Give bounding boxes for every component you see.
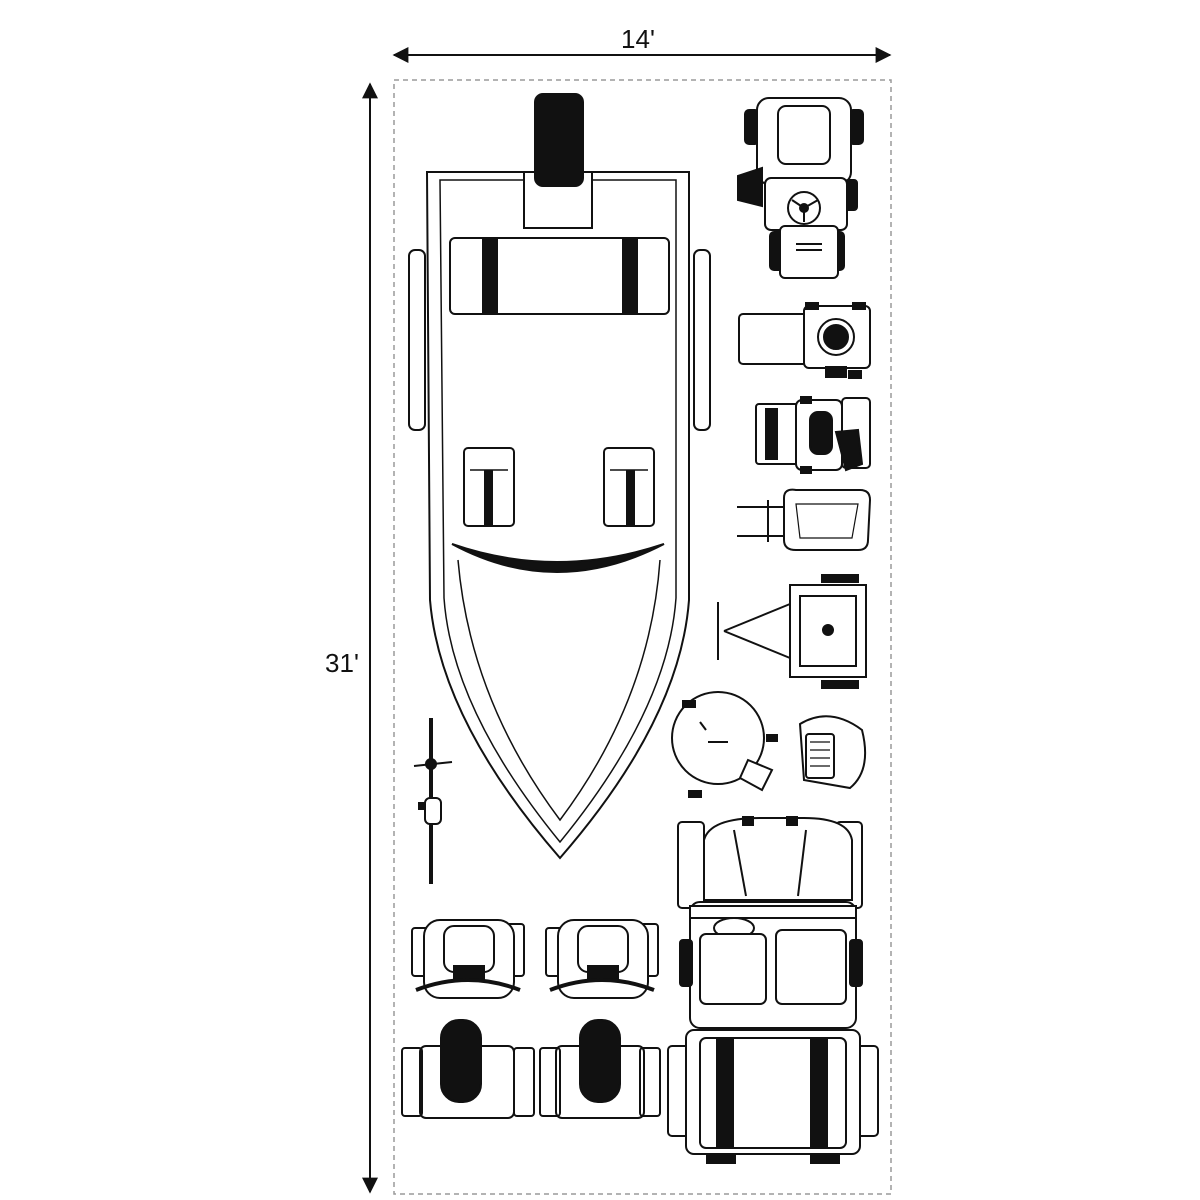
bicycle-icon — [413, 718, 453, 884]
grill-icon — [671, 691, 778, 798]
push-mower-icon — [738, 302, 871, 379]
atv-left-icon — [401, 919, 535, 1119]
garage-boundary — [393, 79, 892, 1195]
width-dimension: 14' — [392, 24, 892, 63]
length-label: 31' — [325, 648, 359, 678]
trailer-icon — [717, 574, 867, 689]
width-label: 14' — [621, 24, 655, 54]
utility-vehicle-icon — [667, 816, 879, 1164]
wheelbarrow-icon — [737, 488, 872, 551]
boat-icon — [408, 93, 711, 860]
chair-icon — [798, 715, 867, 790]
riding-mower-icon — [737, 97, 864, 279]
atv-right-icon — [539, 919, 661, 1119]
tiller-icon — [755, 396, 871, 474]
length-dimension: 31' — [325, 82, 378, 1194]
